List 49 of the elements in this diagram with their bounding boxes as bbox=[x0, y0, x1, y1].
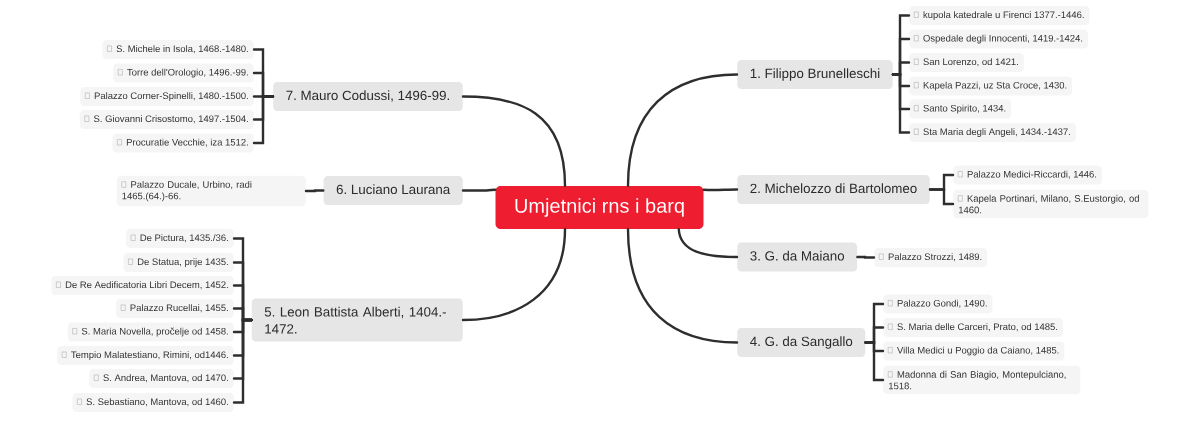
subtopic-box: De Re Aedificatoria Libri Decem, 1452. bbox=[51, 276, 234, 295]
subtopic-box: Kapela Portinari, Milano, S.Eustorgio, od 1460. bbox=[953, 189, 1149, 219]
topic-box: 2. Michelozzo di Bartolomeo bbox=[737, 175, 930, 204]
curved-connector bbox=[626, 73, 739, 187]
subtopic-box: Torre dell'Orologio, 1496.-99. bbox=[113, 63, 254, 83]
bracket-connector bbox=[928, 188, 955, 206]
bracket-connector bbox=[232, 318, 253, 404]
subtopic-box: Villa Medici u Poggio da Caiano, 1485. bbox=[883, 341, 1065, 361]
topic-box: 4. G. da Sangallo bbox=[737, 328, 866, 357]
subtopic-box: S. Giovanni Crisostomo, 1497.-1504. bbox=[79, 110, 254, 129]
subtopic-box: De Statua, prije 1435. bbox=[123, 253, 234, 272]
topic-box: 7. Mauro Codussi, 1496-99. bbox=[273, 82, 463, 111]
subtopic-box: De Pictura, 1435./36. bbox=[126, 229, 234, 248]
curved-connector bbox=[461, 188, 497, 192]
curved-connector bbox=[677, 228, 739, 259]
subtopic-box: Sta Maria degli Angeli, 1434.-1437. bbox=[909, 123, 1076, 142]
subtopic-box: S. Michele in Isola, 1468.-1480. bbox=[102, 40, 254, 59]
subtopic-box: kupola katedrale u Firenci 1377.-1446. bbox=[909, 6, 1090, 25]
subtopic-box: Madonna di San Biagio, Montepulciano, 1518. bbox=[883, 365, 1081, 395]
bracket-connector bbox=[252, 95, 275, 145]
curved-connector bbox=[461, 95, 567, 187]
subtopic-box: Palazzo Gondi, 1490. bbox=[883, 294, 993, 314]
bracket-connector bbox=[304, 189, 325, 193]
subtopic-box: Tempio Malatestiano, Rimini, od1446. bbox=[57, 346, 234, 365]
bracket-connector bbox=[891, 73, 911, 134]
subtopic-box: Palazzo Medici-Riccardi, 1446. bbox=[953, 165, 1102, 185]
subtopic-box: Kapela Pazzi, uz Sta Croce, 1430. bbox=[909, 76, 1073, 96]
bracket-connector bbox=[856, 255, 876, 259]
subtopic-box: S. Maria Novella, pročelje od 1458. bbox=[67, 322, 234, 342]
curved-connector bbox=[461, 228, 567, 322]
subtopic-box: Procuratie Vecchie, iza 1512. bbox=[112, 133, 254, 153]
subtopic-box: S. Maria delle Carceri, Prato, od 1485. bbox=[883, 318, 1063, 337]
subtopic-box: Palazzo Rucellai, 1455. bbox=[116, 299, 234, 318]
subtopic-box: Palazzo Ducale, Urbino, radi 1465.(64.)-66. bbox=[116, 175, 306, 207]
subtopic-box: S. Andrea, Mantova, od 1470. bbox=[89, 369, 234, 388]
topic-box: 6. Luciano Laurana bbox=[323, 176, 463, 205]
subtopic-box: S. Sebastiano, Mantova, od 1460. bbox=[72, 393, 234, 412]
curved-connector bbox=[702, 188, 739, 192]
curved-connector bbox=[626, 228, 739, 344]
subtopic-box: San Lorenzo, od 1421. bbox=[909, 53, 1024, 72]
subtopic-box: Palazzo Strozzi, 1489. bbox=[874, 248, 988, 267]
subtopic-box: Palazzo Corner-Spinelli, 1480.-1500. bbox=[80, 87, 254, 106]
topic-box: 3. G. da Maiano bbox=[737, 242, 858, 272]
central-topic-box: Umjetnici rns i barq bbox=[495, 186, 704, 229]
topic-box: 1. Filippo Brunelleschi bbox=[737, 60, 893, 89]
topic-box: 5. Leon Battista Alberti, 1404.-1472. bbox=[251, 298, 463, 342]
subtopic-box: Santo Spirito, 1434. bbox=[909, 99, 1012, 119]
bracket-connector bbox=[864, 341, 885, 382]
subtopic-box: Ospedale degli Innocenti, 1419.-1424. bbox=[909, 29, 1088, 49]
